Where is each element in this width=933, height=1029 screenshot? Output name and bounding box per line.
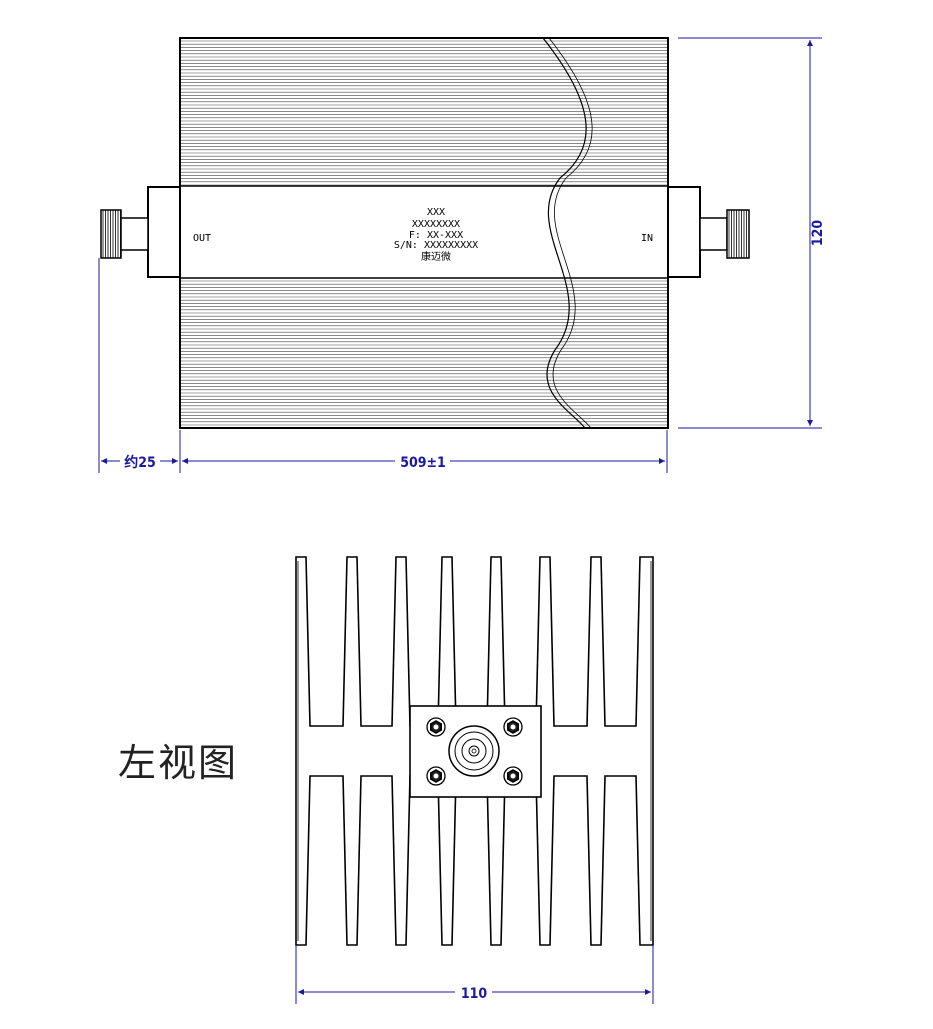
dimension-body-label: 509±1 [400, 455, 446, 471]
mounting-screws [426, 717, 523, 786]
top-view: OUT IN XXX XXXXXXXX F: XX-XXX S/N: XXXXX… [98, 37, 826, 473]
dimension-width-label: 110 [461, 986, 488, 1002]
nameplate-line-5: 康迈微 [421, 250, 451, 263]
screw-icon [426, 717, 446, 737]
in-connector [667, 186, 750, 278]
center-connector [448, 725, 500, 777]
dimension-length [98, 258, 668, 473]
dimension-width [295, 945, 654, 1004]
left-view [295, 556, 654, 946]
dimension-height-label: 120 [810, 220, 826, 247]
nameplate: XXX XXXXXXXX F: XX-XXX S/N: XXXXXXXXX 康迈… [394, 207, 478, 263]
in-label: IN [641, 233, 653, 244]
label-band [181, 186, 667, 278]
nameplate-line-1: XXX [427, 207, 445, 218]
screw-icon [426, 766, 446, 786]
dimension-height [678, 37, 822, 429]
break-line [542, 37, 587, 429]
left-view-title: 左视图 [118, 741, 239, 785]
screw-icon [503, 717, 523, 737]
out-connector [100, 186, 181, 278]
fin-hatching-upper [181, 40, 667, 186]
nameplate-line-2: XXXXXXXX [412, 219, 460, 230]
nameplate-line-4: S/N: XXXXXXXXX [394, 240, 478, 251]
fin-hatching-lower [181, 280, 667, 426]
nameplate-line-3: F: XX-XXX [409, 230, 463, 241]
dimension-connector-label: 约25 [124, 454, 156, 471]
screw-icon [503, 766, 523, 786]
out-label: OUT [193, 233, 211, 244]
